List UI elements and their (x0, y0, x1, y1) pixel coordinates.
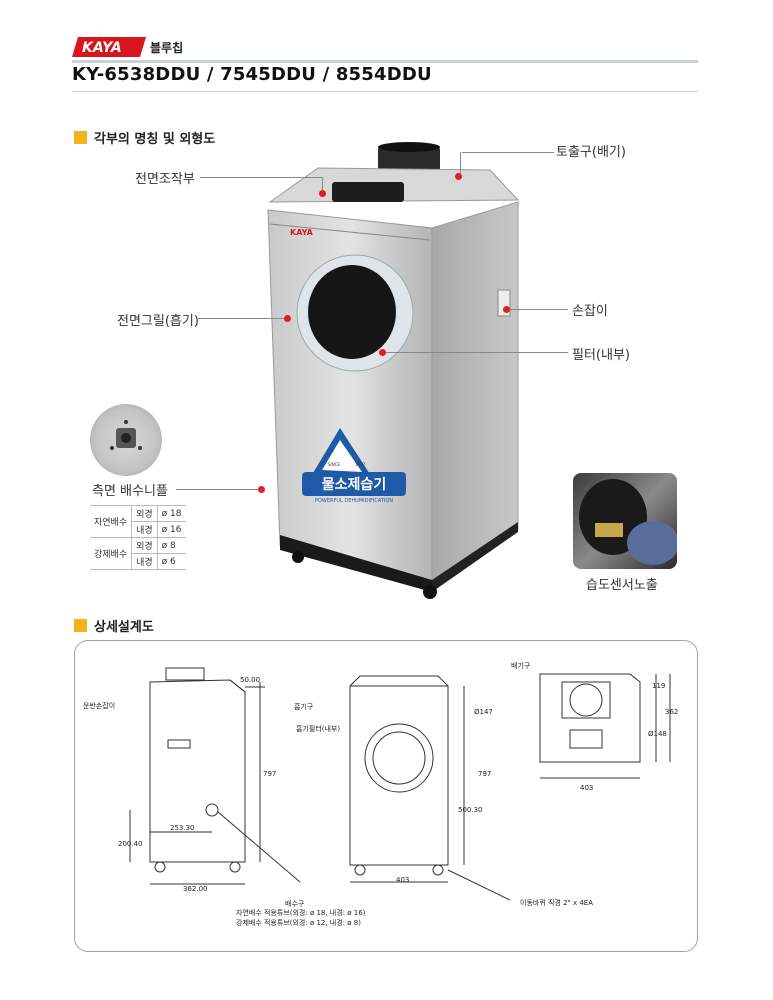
label-year: 1997 (355, 462, 366, 467)
brand-logo: KAYA 블루칩 (72, 36, 200, 58)
table-cell: ø 18 (157, 505, 186, 522)
header-divider (72, 91, 698, 92)
leader-line (460, 152, 461, 174)
callout-front-panel: 전면조작부 (135, 172, 195, 187)
section-drawing-title: 상세설계도 (74, 616, 154, 635)
bullet-square-icon (74, 619, 87, 632)
label-main: 물소제습기 (322, 477, 386, 493)
dim-front-diam: Ø147 (474, 708, 493, 716)
table-cell: 내경 (131, 553, 158, 570)
technical-drawing-frame (74, 640, 698, 952)
table-cell: 내경 (131, 521, 158, 538)
dim-front-height: 797 (478, 770, 492, 778)
dim-top: 50.00 (240, 676, 261, 684)
dim-side-height: 797 (263, 770, 277, 778)
label-sub: POWERFUL DEHUMIDIFICATION (315, 498, 393, 504)
marker-dot (455, 173, 462, 180)
table-cell: 외경 (131, 537, 158, 554)
front-filter-label: 흡기필터(내부) (296, 725, 341, 733)
dim-front-width: 403 (396, 876, 410, 884)
marker-dot (258, 486, 265, 493)
table-cell: ø 16 (157, 521, 186, 538)
marker-dot (284, 315, 291, 322)
drain-type-forced: 강제배수 (90, 537, 133, 570)
side-inlet-label: 흡기구 (294, 703, 314, 711)
leader-line (510, 309, 568, 310)
table-cell: 외경 (131, 505, 158, 522)
side-nipple-photo (90, 404, 162, 476)
humidity-sensor-photo (573, 473, 677, 569)
dim-side-width: 362.00 (183, 885, 208, 893)
bullet-square-icon (74, 131, 87, 144)
top-view-drawing (539, 673, 671, 779)
panel-brand: KAYA (290, 228, 314, 237)
callout-outlet: 토출구(배기) (556, 145, 626, 160)
dim-top-d1: 119 (652, 682, 666, 690)
leader-line (462, 152, 554, 153)
marker-dot (379, 349, 386, 356)
top-outlet-label: 배기구 (511, 662, 531, 670)
marker-dot (319, 190, 326, 197)
leader-line (176, 489, 260, 490)
drain-label: 배수구 (285, 900, 305, 908)
label-since: SINCE (328, 462, 341, 467)
side-handle-label: 운반손잡이 (83, 702, 116, 710)
front-view-drawing (349, 675, 510, 901)
dim-top-diam: Ø148 (648, 730, 667, 738)
marker-dot (503, 306, 510, 313)
dim-v-pos: 200.40 (118, 840, 143, 848)
callout-handle: 손잡이 (572, 304, 608, 319)
dim-top-width: 403 (580, 784, 594, 792)
table-cell: ø 8 (157, 537, 186, 554)
model-title: KY-6538DDU / 7545DDU / 8554DDU (72, 64, 432, 85)
callout-filter: 필터(내부) (572, 348, 630, 363)
logo-sub: 블루칩 (150, 40, 183, 55)
dim-top-d2: 362 (665, 708, 679, 716)
drain-note-2: 강제배수 적용튜브(외경: ø 12, 내경: ø 8) (236, 919, 361, 927)
leader-line (196, 318, 286, 319)
wheel-note: 이동바퀴 직경 2" x 4EA (520, 899, 594, 907)
logo-text: KAYA (82, 40, 122, 56)
dim-h-pos: 253.30 (170, 824, 195, 832)
table-cell: ø 6 (157, 553, 186, 570)
leader-line (386, 352, 568, 353)
callout-side-nipple: 측면 배수니플 (92, 484, 168, 499)
leader-line (200, 177, 322, 178)
side-view-drawing (129, 667, 301, 885)
callout-front-grill: 전면그릴(흡기) (117, 314, 199, 329)
dim-front-center: 500.30 (458, 806, 483, 814)
callout-humidity-sensor: 습도센서노출 (586, 578, 658, 593)
header-rule (72, 60, 698, 63)
drain-note-1: 자연배수 적용튜브(외경: ø 18, 내경: ø 16) (236, 909, 366, 917)
dehumidifier-illustration: KAYA 물소제습기 POWERFUL DEHUMIDIFICATION SIN… (267, 142, 520, 599)
drain-type-natural: 자연배수 (90, 505, 133, 538)
section-parts-title: 각부의 명칭 및 외형도 (74, 128, 215, 147)
leader-line (322, 177, 323, 191)
